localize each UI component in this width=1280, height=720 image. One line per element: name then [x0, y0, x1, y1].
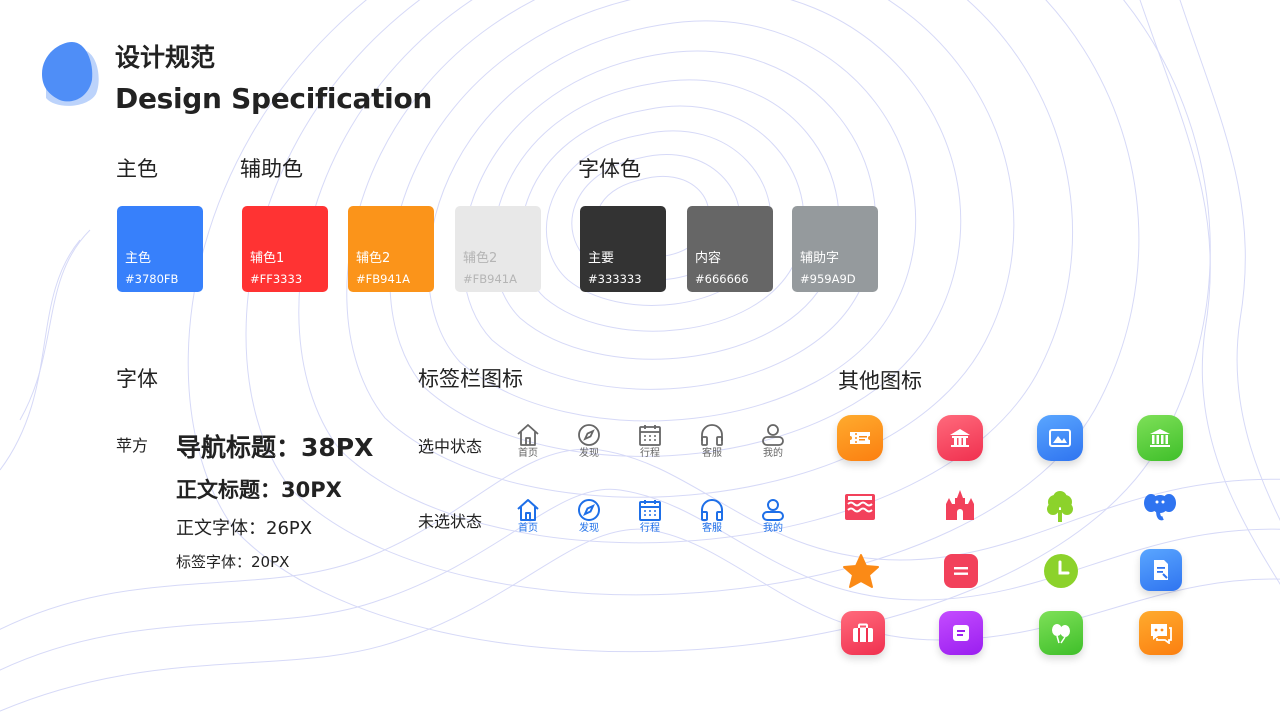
page-title-cn: 设计规范 [115, 43, 216, 72]
calendar-icon [639, 425, 661, 446]
swatch-name: 辅色2 [356, 251, 391, 266]
luggage-icon [841, 611, 885, 655]
tab-discover[interactable]: 发现 [567, 423, 611, 460]
primary-color-heading: 主色 [116, 157, 158, 181]
tab-label: 发现 [579, 448, 599, 459]
user-icon [762, 424, 784, 446]
font-family-name: 苹方 [116, 436, 149, 455]
tab-label: 我的 [763, 448, 783, 459]
tab-home-active[interactable]: 首页 [506, 498, 550, 535]
tab-discover-active[interactable]: 发现 [567, 498, 611, 535]
secondary-color-heading: 辅助色 [240, 157, 303, 181]
swatch-hex: #959A9D [800, 272, 856, 286]
tab-trip-active[interactable]: 行程 [628, 498, 672, 535]
swatch-hex: #FB941A [356, 272, 410, 286]
clock-icon [1043, 553, 1079, 593]
chat-icon [1139, 611, 1183, 655]
swatch-secondary-2: 辅色2 #FB941A [348, 206, 434, 292]
font-sample-nav-title: 导航标题：38PX [176, 433, 374, 462]
document-icon [1140, 549, 1182, 591]
swatch-primary: 主色 #3780FB [117, 206, 203, 292]
menu-icon [944, 554, 978, 588]
photo-icon [1037, 415, 1083, 461]
swatch-text-content: 内容 #666666 [687, 206, 773, 292]
swatch-secondary-1: 辅色1 #FF3333 [242, 206, 328, 292]
tab-label: 发现 [579, 523, 599, 534]
star-icon [842, 553, 880, 593]
swatch-name: 内容 [695, 251, 722, 266]
castle-icon [943, 488, 977, 526]
page-title-en: Design Specification [115, 82, 433, 115]
tab-label: 客服 [702, 448, 722, 459]
waves-icon [843, 490, 877, 526]
balloon-icon [1039, 611, 1083, 655]
tab-label: 首页 [518, 523, 538, 534]
tab-label: 行程 [640, 523, 660, 534]
swatch-hex: #666666 [695, 272, 749, 286]
swatch-name: 辅色2 [463, 251, 498, 266]
note-icon [939, 611, 983, 655]
tab-mine-active[interactable]: 我的 [751, 498, 795, 535]
tab-service-active[interactable]: 客服 [690, 498, 734, 535]
text-color-heading: 字体色 [578, 157, 641, 181]
font-heading: 字体 [116, 367, 158, 391]
swatch-name: 主要 [588, 251, 615, 266]
tab-home[interactable]: 首页 [506, 423, 550, 460]
unselected-state-label: 未选状态 [418, 512, 483, 531]
swatch-hex: #FF3333 [250, 272, 303, 286]
font-sample-body-text: 正文字体：26PX [176, 518, 313, 539]
tab-mine[interactable]: 我的 [751, 423, 795, 460]
home-icon [517, 499, 539, 521]
swatch-text-aux: 辅助字 #959A9D [792, 206, 878, 292]
calendar-icon [639, 500, 661, 521]
swatch-secondary-3: 辅色2 #FB941A [455, 206, 541, 292]
elephant-icon [1143, 490, 1177, 526]
museum-icon [1137, 415, 1183, 461]
swatch-name: 主色 [125, 251, 152, 266]
swatch-hex: #FB941A [463, 272, 517, 286]
home-icon [517, 424, 539, 446]
selected-state-label: 选中状态 [418, 437, 483, 456]
ticket-icon [837, 415, 883, 461]
swatch-hex: #3780FB [125, 272, 179, 286]
tab-label: 客服 [702, 523, 722, 534]
tab-label: 行程 [640, 448, 660, 459]
temple-icon [937, 415, 983, 461]
headset-icon [701, 424, 723, 446]
other-icons-heading: 其他图标 [838, 369, 922, 393]
tabbar-heading: 标签栏图标 [418, 367, 523, 391]
swatch-name: 辅色1 [250, 251, 285, 266]
font-sample-tag-text: 标签字体：20PX [176, 553, 290, 571]
user-icon [762, 499, 784, 521]
tab-trip[interactable]: 行程 [628, 423, 672, 460]
compass-icon [578, 499, 600, 521]
tab-label: 我的 [763, 523, 783, 534]
swatch-hex: #333333 [588, 272, 642, 286]
headset-icon [701, 499, 723, 521]
brand-logo [42, 42, 99, 106]
font-sample-body-title: 正文标题：30PX [176, 478, 342, 502]
swatch-name: 辅助字 [800, 251, 840, 266]
compass-icon [578, 424, 600, 446]
tree-icon [1043, 490, 1077, 528]
swatch-text-main: 主要 #333333 [580, 206, 666, 292]
tab-service[interactable]: 客服 [690, 423, 734, 460]
tab-label: 首页 [518, 448, 538, 459]
